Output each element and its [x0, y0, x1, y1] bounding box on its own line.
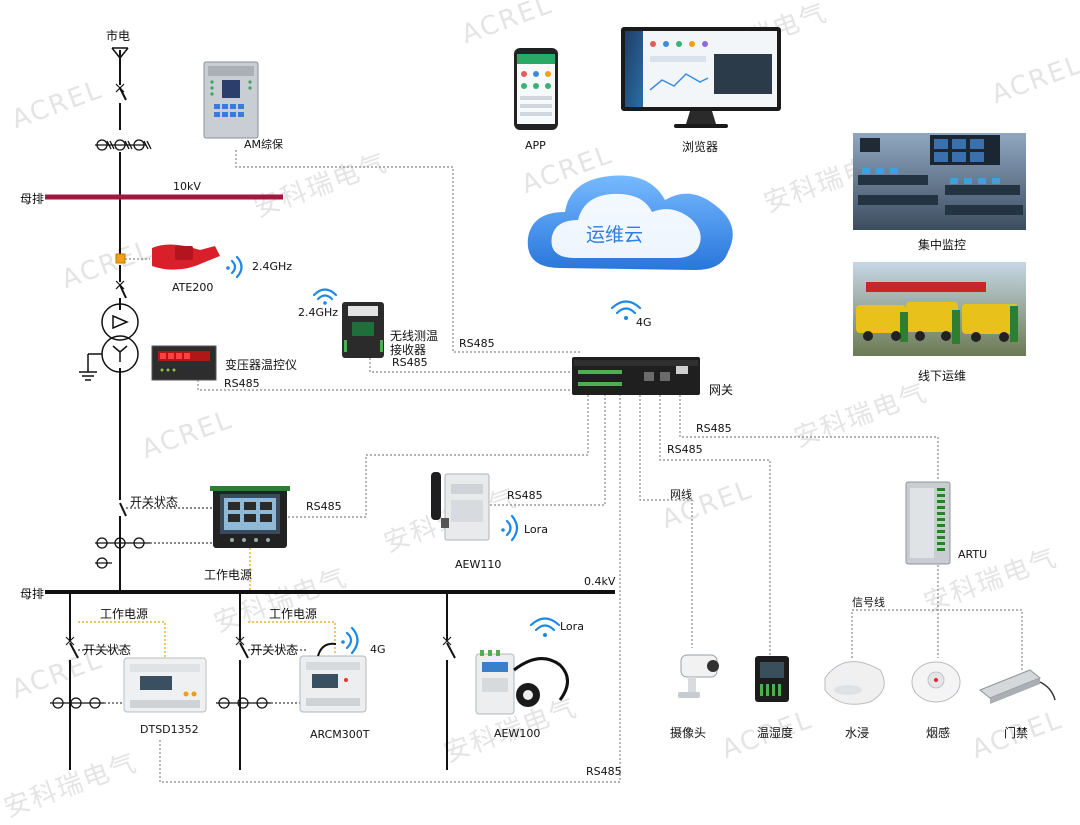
switch-status-label: 开关状态 [83, 643, 132, 657]
ate200-device-icon [152, 244, 220, 270]
transformer-icon [79, 303, 139, 381]
door-label: 门禁 [1004, 726, 1029, 740]
arcm300t-device-icon [299, 642, 367, 713]
system-diagram [45, 27, 1056, 783]
receiver-label-line1: 无线测温 [390, 329, 439, 343]
wifi-icon [529, 617, 561, 637]
camera-icon [678, 654, 719, 698]
rs485-label: RS485 [224, 377, 260, 390]
feeder-branches [69, 592, 456, 770]
water-leak-label: 水浸 [845, 726, 870, 740]
source-label: 市电 [106, 29, 131, 43]
cloud-icon [527, 175, 733, 270]
app-label: APP [525, 139, 546, 152]
aew100-device-icon [475, 650, 569, 715]
rs485-label: RS485 [306, 500, 342, 513]
rs485-label: RS485 [696, 422, 732, 435]
rs485-lines [159, 150, 1023, 783]
rs485-label: RS485 [586, 765, 622, 778]
ate200-signal-label: 2.4GHz [252, 260, 293, 273]
gateway-label: 网关 [709, 383, 734, 397]
busbar-04kv-voltage: 0.4kV [584, 575, 616, 588]
transformer-controller-label: 变压器温控仪 [225, 358, 298, 372]
browser-monitor-icon [621, 27, 781, 128]
artu-device-icon [905, 481, 951, 565]
smoke-detector-icon [911, 661, 961, 703]
switch-status-label: 开关状态 [130, 495, 179, 509]
gateway-signal-label: 4G [636, 316, 652, 329]
ate200-sensor-mount [115, 253, 126, 264]
aew100-signal-label: Lora [560, 620, 584, 633]
wireless-receiver-device-icon [342, 302, 384, 358]
current-transformer-icon [50, 697, 271, 709]
wifi-icon [501, 514, 519, 542]
main-feeder-line [119, 50, 127, 590]
water-leak-sensor-icon [824, 661, 885, 705]
am-protection-device-icon [203, 61, 259, 139]
signal-line-label: 信号线 [852, 596, 885, 609]
wifi-icon [341, 626, 359, 655]
artu-label: ARTU [958, 548, 988, 561]
rs485-label: RS485 [392, 356, 428, 369]
rs485-label: RS485 [459, 337, 495, 350]
temp-humidity-sensor-icon [755, 656, 789, 702]
working-power-label: 工作电源 [269, 607, 318, 621]
wifi-icon [312, 288, 338, 305]
busbar-04kv-label: 母排 [20, 587, 45, 601]
wifi-icon [226, 255, 243, 279]
am-protection-label: AM综保 [244, 138, 284, 151]
wifi-icon [610, 300, 642, 320]
arcm300t-label: ARCM300T [310, 728, 370, 741]
rs485-label: RS485 [507, 489, 543, 502]
offline-maintenance-photo [853, 262, 1026, 356]
switch-marks [115, 83, 125, 290]
ate200-label: ATE200 [172, 281, 214, 294]
busbar-10kv-voltage: 10kV [173, 180, 201, 193]
aew110-signal-label: Lora [524, 523, 548, 536]
temp-humidity-label: 温湿度 [757, 726, 794, 740]
cloud-label: 运维云 [586, 224, 644, 246]
gateway-device-icon [572, 357, 700, 395]
smoke-label: 烟感 [926, 726, 951, 740]
receiver-signal-label: 2.4GHz [298, 306, 339, 319]
network-cable-label: 网线 [670, 488, 692, 501]
central-monitoring-photo [853, 133, 1026, 230]
offline-maintenance-label: 线下运维 [918, 369, 967, 383]
current-transformer-icon [95, 139, 152, 151]
current-transformer-icon [95, 537, 150, 569]
phone-icon [514, 48, 558, 130]
working-power-label: 工作电源 [100, 607, 149, 621]
receiver-label-line2: 接收器 [390, 343, 427, 357]
source-terminal-icon [111, 47, 129, 60]
rs485-label: RS485 [667, 443, 703, 456]
dtsd1352-label: DTSD1352 [140, 723, 199, 736]
power-meter-device-icon [210, 486, 290, 548]
working-power-label: 工作电源 [204, 568, 253, 582]
central-monitoring-label: 集中监控 [918, 238, 967, 252]
aew110-device-icon [431, 472, 490, 541]
dtsd1352-device-icon [123, 657, 207, 713]
switch-status-label: 开关状态 [250, 643, 299, 657]
door-sensor-icon [979, 669, 1056, 704]
aew100-label: AEW100 [494, 727, 541, 740]
busbar-10kv-label: 母排 [20, 192, 45, 206]
camera-label: 摄像头 [670, 726, 707, 740]
browser-label: 浏览器 [682, 140, 719, 154]
aew110-label: AEW110 [455, 558, 502, 571]
transformer-controller-device-icon [151, 345, 217, 381]
arcm300t-signal-label: 4G [370, 643, 386, 656]
